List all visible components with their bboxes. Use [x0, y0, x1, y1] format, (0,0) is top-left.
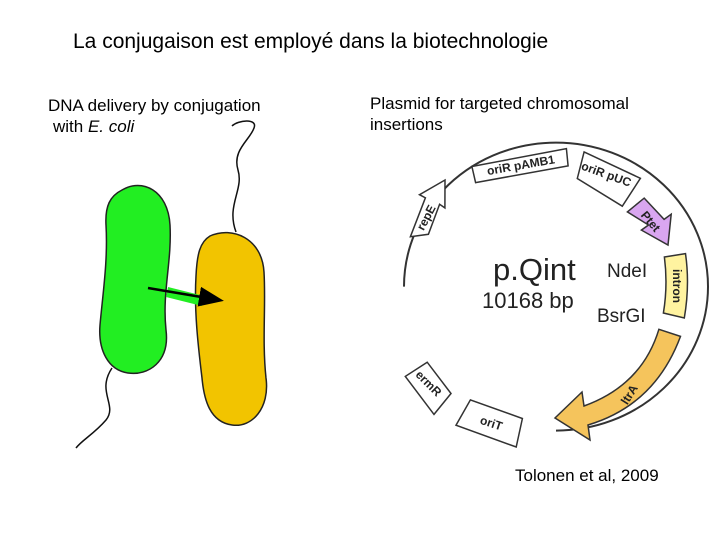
segment-oriR-pUC: oriR pUC: [576, 150, 642, 208]
species-name: E. coli: [87, 117, 135, 136]
slide-title: La conjugaison est employé dans la biote…: [73, 30, 549, 53]
citation: Tolonen et al, 2009: [515, 466, 659, 485]
donor-dna-strand: [75, 367, 113, 449]
conjugation-caption: DNA delivery by conjugation with E. coli: [48, 95, 261, 137]
conjugation-illustration: [75, 120, 268, 449]
plasmid-caption-line2: insertions: [370, 115, 443, 134]
segment-oriT: oriT: [454, 398, 524, 448]
conjugation-caption-line2: with E. coli: [53, 117, 135, 136]
donor-cell: [99, 184, 172, 375]
segment-label-intron: intron: [670, 269, 684, 303]
segment-repE: repE: [409, 178, 446, 238]
plasmid-map: repE oriR pAMB1 oriR pUC Ptet intron ltr…: [403, 141, 709, 448]
restriction-site-ndei: NdeI: [607, 261, 647, 282]
plasmid-name: p.Qint: [493, 252, 576, 287]
plasmid-size: 10168 bp: [482, 288, 574, 313]
segment-intron: intron: [662, 252, 689, 319]
transfer-arrow: [147, 286, 224, 307]
segment-Ptet: Ptet: [626, 197, 673, 247]
recipient-cell: [194, 231, 268, 426]
recipient-dna-strand: [231, 120, 256, 233]
restriction-site-bsrgi: BsrGI: [597, 306, 646, 327]
conjugation-caption-line1: DNA delivery by conjugation: [48, 96, 261, 115]
segment-label-oriT: oriT: [478, 413, 505, 434]
segment-ermR: ermR: [404, 361, 452, 416]
segment-oriR-pAMB1: oriR pAMB1: [470, 147, 569, 184]
plasmid-caption-line1: Plasmid for targeted chromosomal: [370, 94, 629, 113]
segment-ltrA: ltrA: [553, 328, 682, 442]
plasmid-caption: Plasmid for targeted chromosomal inserti…: [370, 93, 629, 135]
